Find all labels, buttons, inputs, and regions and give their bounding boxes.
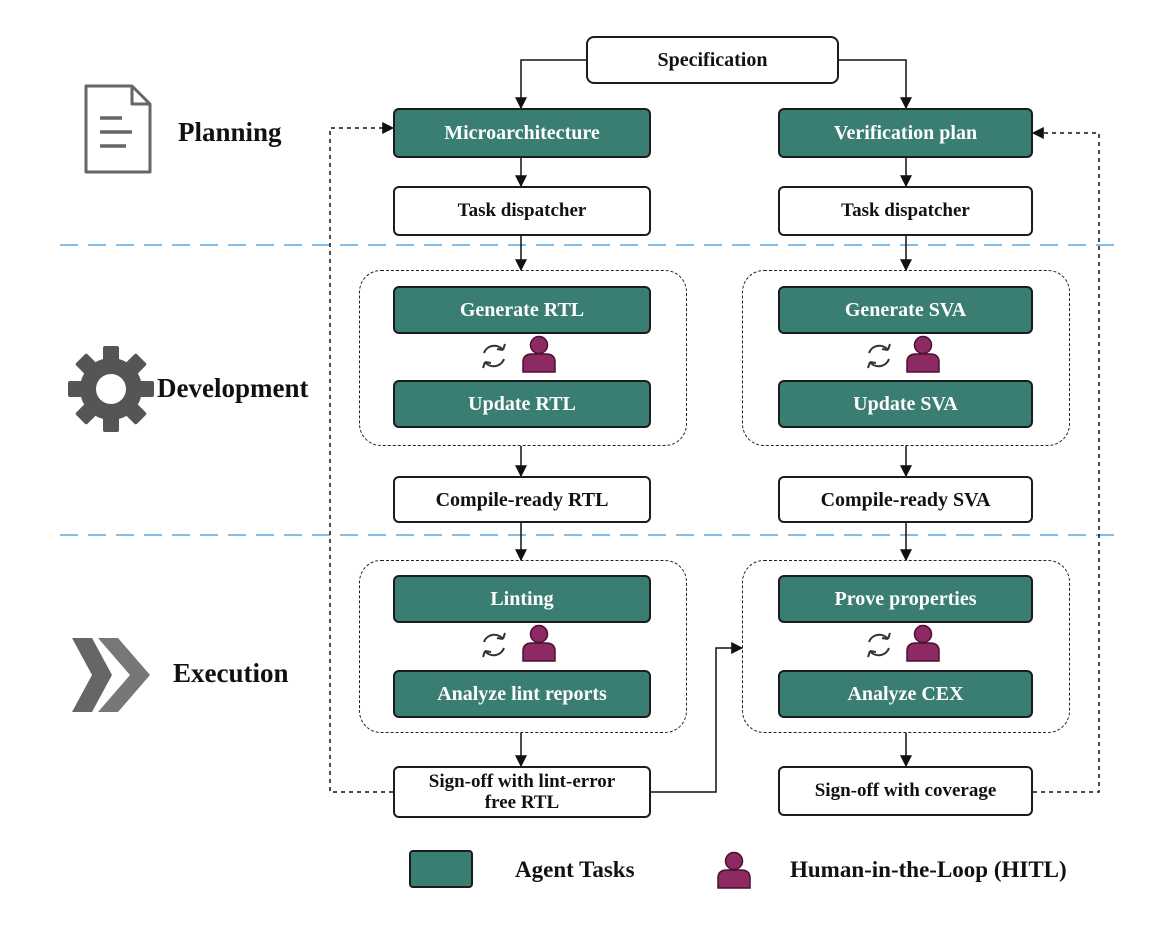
rtl-development-group bbox=[359, 270, 687, 446]
analyze-lint-box: Analyze lint reports bbox=[393, 670, 651, 718]
arrow-spec-to-microarch bbox=[515, 59, 586, 110]
legend-hitl-label: Human-in-the-Loop (HITL) bbox=[790, 857, 1067, 882]
document-icon bbox=[84, 84, 152, 174]
linting-box: Linting bbox=[393, 575, 651, 623]
compile-ready-rtl-box: Compile-ready RTL bbox=[393, 476, 651, 523]
legend-agent-label: Agent Tasks bbox=[515, 857, 635, 882]
chevrons-icon bbox=[72, 638, 150, 712]
update-sva-box: Update SVA bbox=[778, 380, 1033, 428]
feedback-right bbox=[1031, 127, 1100, 793]
legend-agent-swatch bbox=[409, 850, 473, 888]
generate-rtl-box: Generate RTL bbox=[393, 286, 651, 334]
microarchitecture-box: Microarchitecture bbox=[393, 108, 651, 158]
phase-label-execution: Execution bbox=[173, 658, 289, 688]
task-dispatcher-right-box: Task dispatcher bbox=[778, 186, 1033, 236]
sva-development-group bbox=[742, 270, 1070, 446]
generate-sva-box: Generate SVA bbox=[778, 286, 1033, 334]
signoff-lint-box: Sign-off with lint-error free RTL bbox=[393, 766, 651, 818]
analyze-cex-box: Analyze CEX bbox=[778, 670, 1033, 718]
phase-label-planning: Planning bbox=[178, 117, 282, 147]
specification-box: Specification bbox=[586, 36, 839, 84]
prove-execution-group bbox=[742, 560, 1070, 733]
signoff-lint-line2: free RTL bbox=[484, 792, 560, 813]
arrow-signoff-rtl-to-prove-group bbox=[651, 642, 744, 793]
compile-ready-sva-box: Compile-ready SVA bbox=[778, 476, 1033, 523]
verification-plan-box: Verification plan bbox=[778, 108, 1033, 158]
legend-person-icon bbox=[717, 851, 751, 889]
signoff-lint-line1: Sign-off with lint-error bbox=[428, 771, 616, 792]
update-rtl-box: Update RTL bbox=[393, 380, 651, 428]
feedback-left bbox=[329, 122, 395, 793]
arrow-spec-to-verifplan bbox=[839, 59, 912, 110]
signoff-coverage-box: Sign-off with coverage bbox=[778, 766, 1033, 816]
prove-properties-box: Prove properties bbox=[778, 575, 1033, 623]
task-dispatcher-left-box: Task dispatcher bbox=[393, 186, 651, 236]
phase-label-development: Development bbox=[157, 373, 309, 403]
lint-execution-group bbox=[359, 560, 687, 733]
gear-icon bbox=[68, 346, 154, 432]
